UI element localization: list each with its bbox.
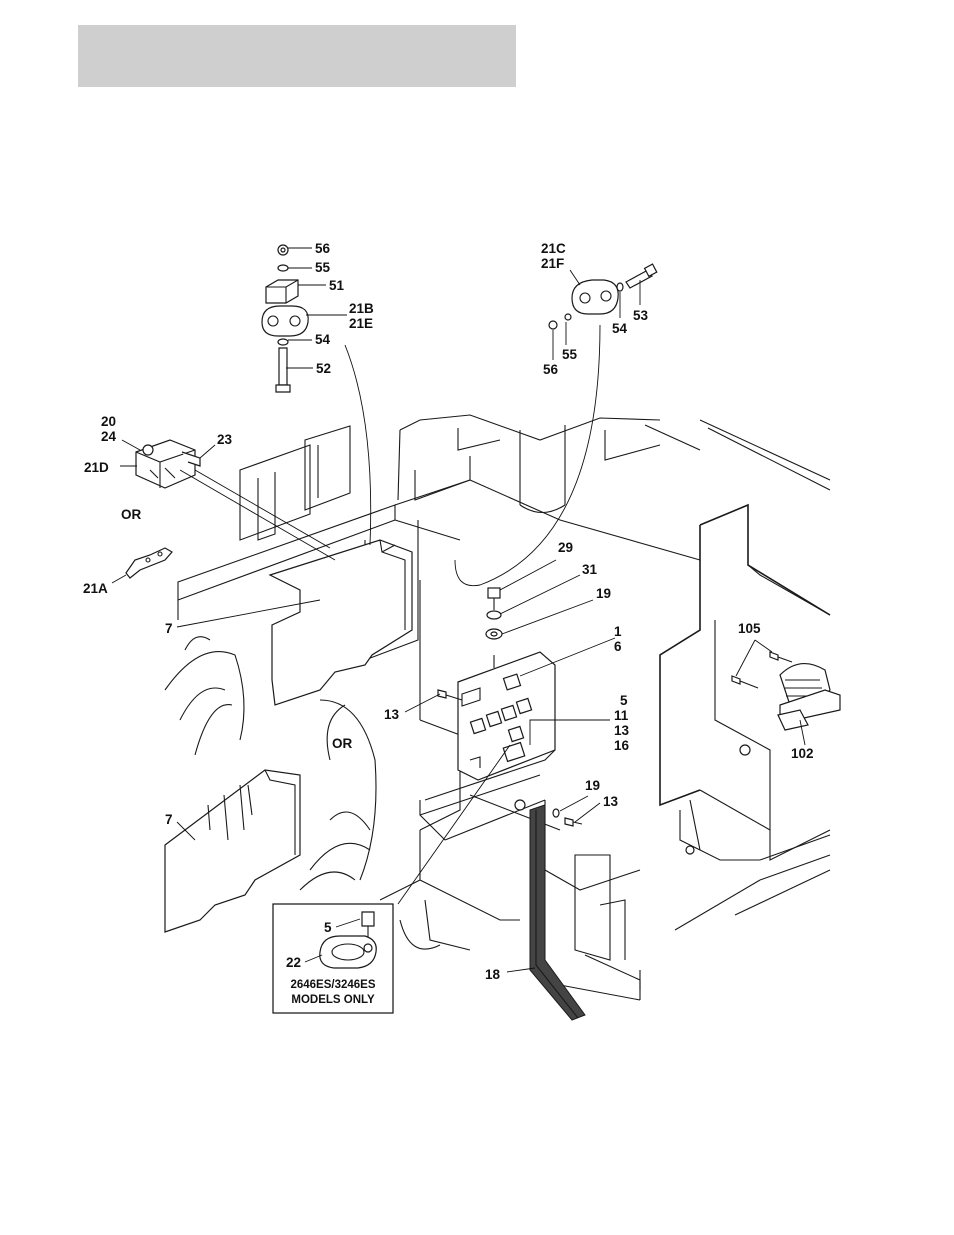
callout-29: 29 [558,540,573,555]
callout-18: 18 [485,967,501,982]
callout-1: 1 [614,624,622,639]
callout-11: 11 [614,708,629,723]
callout-55-right: 55 [562,347,578,362]
callout-or-lower: OR [332,736,353,751]
callout-13-right: 13 [603,794,619,809]
callout-102: 102 [791,746,814,761]
callout-21d: 21D [84,460,109,475]
callout-7-lower: 7 [165,812,173,827]
callout-or-upper: OR [121,507,142,522]
callout-7-upper: 7 [165,621,173,636]
callout-13-board: 13 [614,723,630,738]
callout-52: 52 [316,361,331,376]
callout-56-left: 56 [315,241,331,256]
callout-31: 31 [582,562,598,577]
fastener-13-right [553,809,582,826]
callout-54-left: 54 [315,332,331,347]
callout-21f: 21F [541,256,564,271]
callout-21c: 21C [541,241,566,256]
clamp-assembly-left [262,245,308,392]
callout-51: 51 [329,278,345,293]
inset-note-models: 2646ES/3246ES [290,979,375,991]
callout-24: 24 [101,429,117,444]
callout-23: 23 [217,432,233,447]
callout-5-inset: 5 [324,920,332,935]
callout-5-board: 5 [620,693,628,708]
callout-19-lower: 19 [585,778,600,793]
callout-53: 53 [633,308,649,323]
callout-105: 105 [738,621,761,636]
callout-19-upper: 19 [596,586,611,601]
cover-plate-upper [270,540,412,705]
callout-22: 22 [286,955,301,970]
fastener-stack-29 [486,588,502,668]
callout-56-right: 56 [543,362,559,377]
inset-note-only: MODELS ONLY [291,994,375,1006]
callout-55-left: 55 [315,260,331,275]
callout-21e: 21E [349,316,373,331]
callout-21a: 21A [83,581,108,596]
callout-20: 20 [101,414,116,429]
clamp-21a [126,548,172,578]
callout-21b: 21B [349,301,374,316]
callout-6: 6 [614,639,622,654]
clamp-21d [136,440,200,488]
callout-54-right: 54 [612,321,628,336]
callout-13-left: 13 [384,707,400,722]
callout-16: 16 [614,738,630,753]
